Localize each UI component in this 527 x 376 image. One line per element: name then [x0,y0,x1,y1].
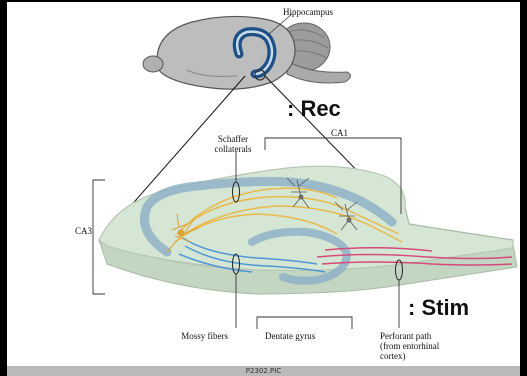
perforant-path-label-line3: cortex) [380,351,405,361]
hippocampus-label: Hippocampus [283,7,333,17]
mossy-fibers-label: Mossy fibers [181,331,228,341]
rat-brain [143,14,351,89]
dentate-gyrus-label: Dentate gyrus [265,331,316,341]
caption-bar: P2302.PIC [7,366,520,376]
hippocampus-diagram: Hippocampus [7,2,520,368]
schaffer-label-line2: collaterals [215,144,252,154]
ca3-label: CA3 [75,226,93,236]
caption-text: P2302.PIC [246,366,281,376]
stim-label: : Stim [408,295,469,320]
schaffer-label-line1: Schaffer [218,134,248,144]
perforant-path-label-line2: (from entorhinal [380,341,440,351]
ca1-label: CA1 [331,128,348,138]
hippocampal-slice [99,166,517,294]
perforant-path-label-line1: Perforant path [380,331,432,341]
olfactory-bulb [143,56,163,72]
rec-label: : Rec [287,96,341,121]
hippocampus-slide: Hippocampus [7,2,520,368]
dentate-bracket [257,317,352,329]
